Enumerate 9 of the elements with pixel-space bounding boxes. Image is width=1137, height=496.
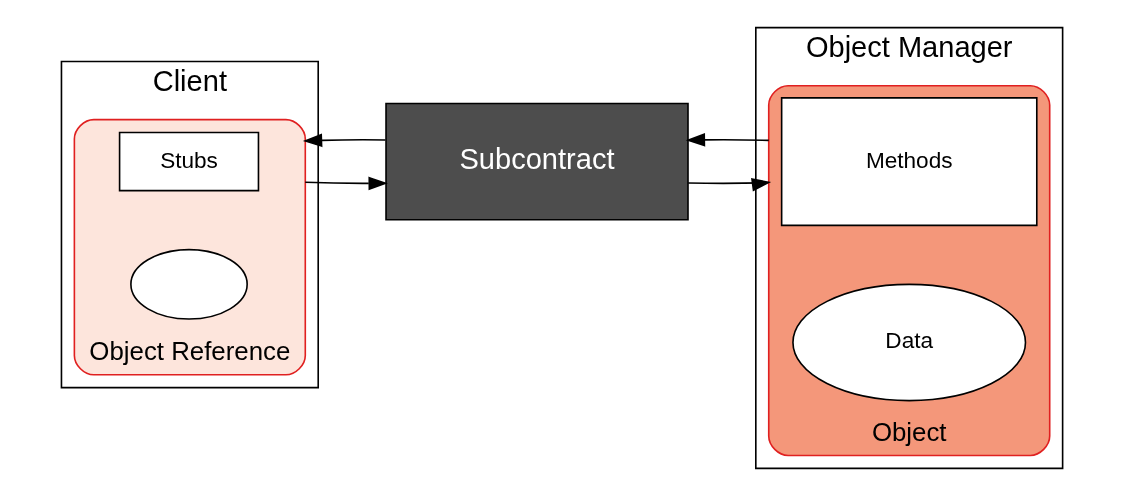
arrow [687,177,772,192]
arrow [304,176,388,191]
node-box: Stubs [118,131,260,192]
node-box: Subcontract [385,102,689,221]
arrow [302,133,387,148]
node-ellipse: Data [792,283,1027,402]
node-ellipse [130,248,248,320]
node-box: Methods [780,97,1038,227]
arrow [685,133,770,147]
